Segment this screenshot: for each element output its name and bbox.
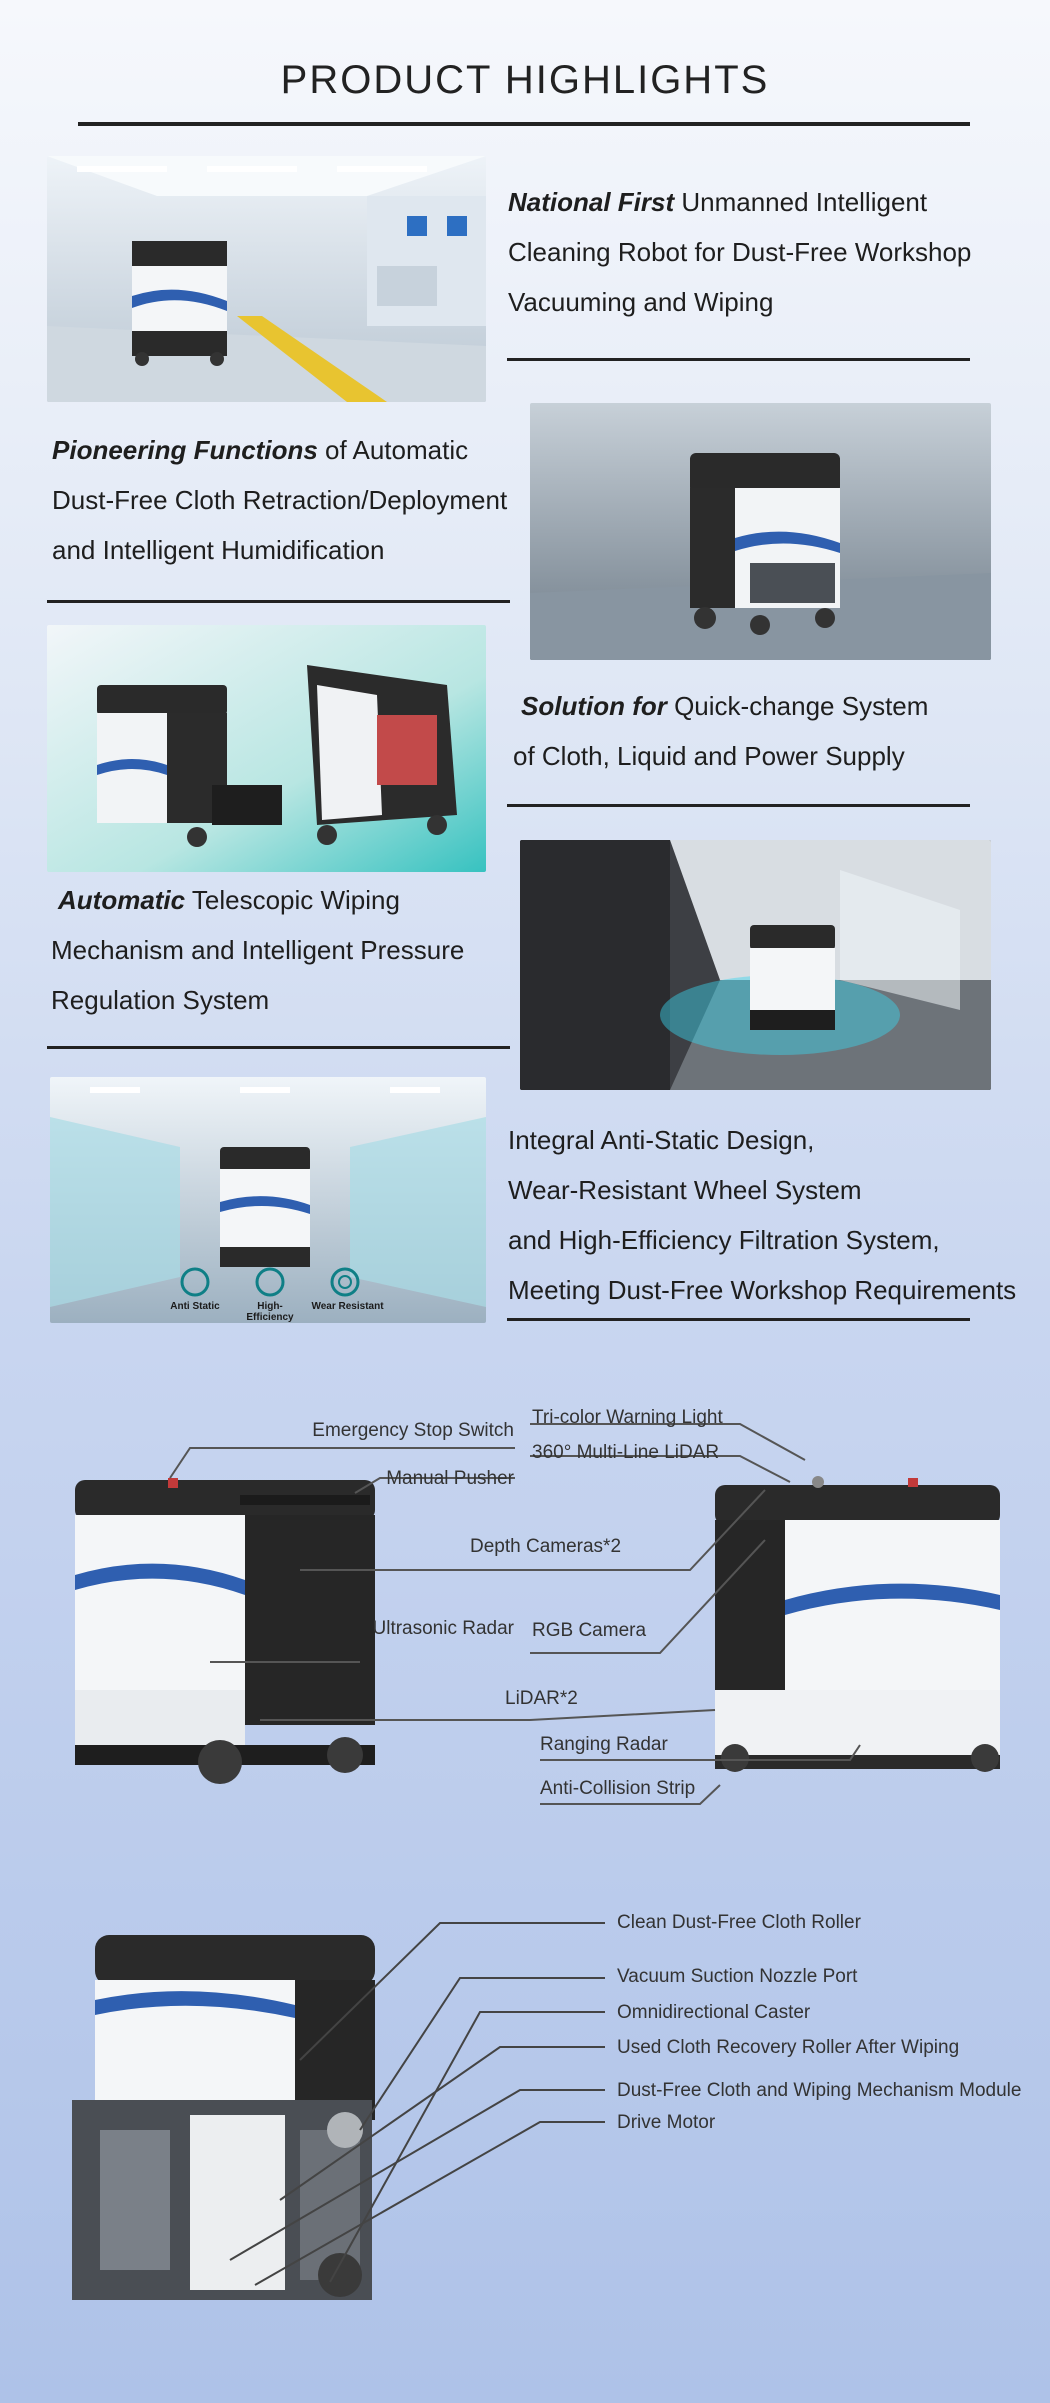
- callout-depth-cameras: Depth Cameras*2: [470, 1536, 622, 1557]
- highlight-5-line2: Wear-Resistant Wheel System: [508, 1175, 862, 1205]
- robot-quick-change-photo: [47, 625, 486, 872]
- highlight-2-emphasis: Pioneering Functions: [52, 435, 318, 465]
- robot-right-view: [715, 1476, 1000, 1772]
- callout-wiping-module: Dust-Free Cloth and Wiping Mechanism Mod…: [617, 2080, 1022, 2101]
- highlight-2-line1: of Automatic: [317, 435, 469, 465]
- highlight-5-divider: [507, 1318, 970, 1321]
- callout-clean-cloth-roller: Clean Dust-Free Cloth Roller: [617, 1912, 861, 1933]
- highlight-2-line3: and Intelligent Humidification: [52, 535, 385, 565]
- anti-static-photo: Anti Static High-Efficiency Wear Resista…: [50, 1077, 486, 1323]
- callout-tricolor-light: Tri-color Warning Light: [532, 1407, 723, 1428]
- highlight-3-line2: of Cloth, Liquid and Power Supply: [513, 741, 905, 771]
- highlight-5-line4: Meeting Dust-Free Workshop Requirements: [508, 1275, 1017, 1305]
- badge-wear-resistant: Wear Resistant: [311, 1301, 384, 1312]
- highlight-1-emphasis: National First: [508, 187, 675, 217]
- badge-anti-static: Anti Static: [170, 1301, 220, 1312]
- highlight-4-line2: Mechanism and Intelligent Pressure: [51, 935, 465, 965]
- highlight-1-text: National First Unmanned Intelligent Clea…: [508, 177, 1028, 327]
- callout-ranging-radar: Ranging Radar: [540, 1734, 668, 1755]
- highlight-3-text: Solution for Quick-change System of Clot…: [513, 681, 993, 781]
- callout-vacuum-nozzle: Vacuum Suction Nozzle Port: [617, 1966, 858, 1987]
- page-title: PRODUCT HIGHLIGHTS: [280, 58, 770, 102]
- title-divider: [78, 122, 970, 126]
- internal-structure-diagram: Clean Dust-Free Cloth Roller Vacuum Suct…: [0, 1900, 1050, 2320]
- callout-emergency-stop: Emergency Stop Switch: [312, 1420, 514, 1441]
- callout-anti-collision: Anti-Collision Strip: [540, 1778, 696, 1799]
- cleanroom-robot-photo: [47, 156, 486, 402]
- highlight-1-line2: Cleaning Robot for Dust-Free Workshop: [508, 237, 972, 267]
- highlight-5-line1: Integral Anti-Static Design,: [508, 1125, 815, 1155]
- callout-rgb-camera: RGB Camera: [532, 1620, 647, 1641]
- highlight-1-line1: Unmanned Intelligent: [674, 187, 928, 217]
- badge-high-efficiency: High-Efficiency: [246, 1301, 294, 1323]
- callout-multiline-lidar: 360° Multi-Line LiDAR: [532, 1442, 720, 1463]
- highlight-3-divider: [507, 804, 970, 807]
- robot-cutaway-view: [72, 1935, 375, 2300]
- highlight-2-line2: Dust-Free Cloth Retraction/Deployment: [52, 485, 508, 515]
- highlight-1-divider: [507, 358, 970, 361]
- callout-manual-pusher: Manual Pusher: [386, 1468, 514, 1489]
- callout-used-cloth-roller: Used Cloth Recovery Roller After Wiping: [617, 2037, 960, 2058]
- highlight-1-line3: Vacuuming and Wiping: [508, 287, 774, 317]
- sensor-callout-diagram: Emergency Stop Switch Manual Pusher Dept…: [0, 1390, 1050, 1840]
- highlight-3-emphasis: Solution for: [521, 691, 667, 721]
- telescopic-wiping-photo: [520, 840, 991, 1090]
- highlight-4-divider: [47, 1046, 510, 1049]
- highlight-4-line3: Regulation System: [51, 985, 270, 1015]
- highlight-2-divider: [47, 600, 510, 603]
- highlight-5-line3: and High-Efficiency Filtration System,: [508, 1225, 940, 1255]
- highlight-5-text: Integral Anti-Static Design, Wear-Resist…: [508, 1115, 1048, 1315]
- callout-drive-motor: Drive Motor: [617, 2112, 716, 2133]
- highlight-3-line1: Quick-change System: [666, 691, 929, 721]
- robot-left-view: [75, 1478, 375, 1784]
- highlight-4-emphasis: Automatic: [58, 885, 186, 915]
- robot-cloth-mechanism-photo: [530, 403, 991, 660]
- highlight-4-line1: Telescopic Wiping: [185, 885, 400, 915]
- callout-lidar: LiDAR*2: [505, 1688, 578, 1709]
- callout-ultrasonic-radar: Ultrasonic Radar: [372, 1618, 515, 1639]
- highlight-4-text: Automatic Telescopic Wiping Mechanism an…: [51, 875, 531, 1025]
- callout-omnidirectional-caster: Omnidirectional Caster: [617, 2002, 811, 2023]
- highlight-2-text: Pioneering Functions of Automatic Dust-F…: [52, 425, 532, 575]
